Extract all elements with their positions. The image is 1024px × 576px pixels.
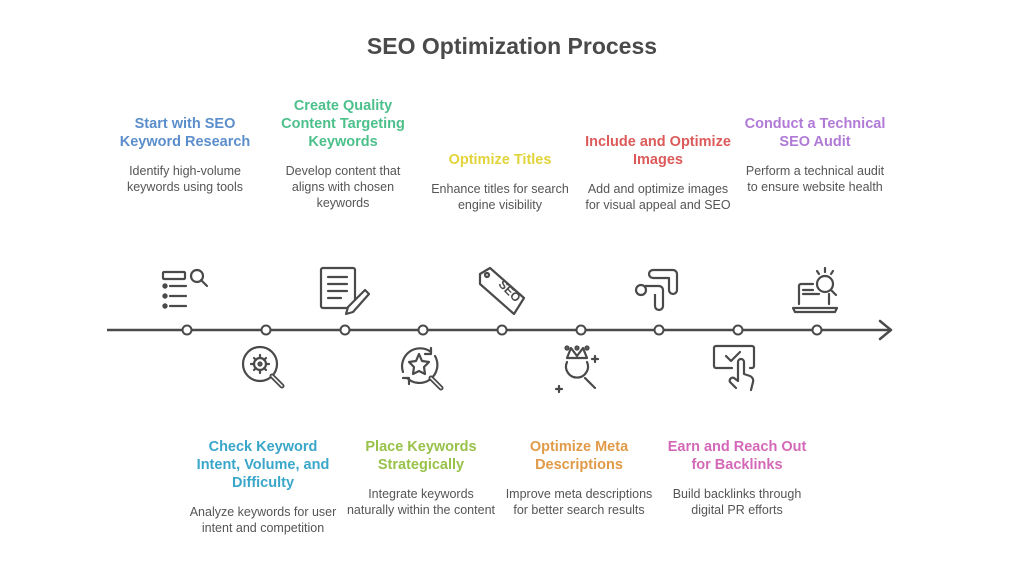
step-description: Improve meta descriptions for better sea…	[505, 487, 653, 517]
step-title: Conduct a Technical SEO Audit	[744, 116, 886, 150]
step-description: Develop content that aligns with chosen …	[285, 164, 401, 210]
step-title: Optimize Meta Descriptions	[529, 439, 629, 473]
step-2: Check Keyword Intent, Volume, and Diffic…	[188, 438, 338, 536]
google-ads-icon	[631, 264, 687, 320]
step-description: Analyze keywords for user intent and com…	[189, 505, 337, 535]
step-description: Enhance titles for search engine visibil…	[431, 182, 569, 212]
document-pencil-icon	[317, 264, 373, 320]
step-description: Add and optimize images for visual appea…	[585, 182, 731, 212]
step-title: Start with SEO Keyword Research	[119, 116, 251, 150]
step-title: Place Keywords Strategically	[365, 439, 477, 473]
step-8: Earn and Reach Out for Backlinks Build b…	[662, 438, 812, 518]
step-6: Optimize Meta Descriptions Improve meta …	[504, 438, 654, 518]
step-1: Start with SEO Keyword Research Identify…	[110, 115, 260, 195]
step-3: Create Quality Content Targeting Keyword…	[268, 97, 418, 211]
step-5: Optimize Titles Enhance titles for searc…	[425, 151, 575, 213]
step-7: Include and Optimize Images Add and opti…	[583, 133, 733, 213]
step-4: Place Keywords Strategically Integrate k…	[346, 438, 496, 518]
step-title: Check Keyword Intent, Volume, and Diffic…	[196, 439, 330, 491]
page-title: SEO Optimization Process	[366, 33, 658, 59]
step-9: Conduct a Technical SEO Audit Perform a …	[740, 115, 890, 195]
list-search-icon	[159, 264, 215, 320]
seo-tag-icon: SEO	[474, 264, 530, 320]
laptop-search-icon	[789, 264, 845, 320]
step-title: Include and Optimize Images	[585, 134, 731, 168]
gear-search-icon	[238, 342, 294, 398]
step-description: Integrate keywords naturally within the …	[346, 487, 495, 517]
crown-search-icon	[553, 342, 609, 398]
touch-check-icon	[710, 342, 766, 398]
step-title: Earn and Reach Out for Backlinks	[667, 439, 807, 473]
step-description: Build backlinks through digital PR effor…	[672, 487, 802, 517]
star-refresh-search-icon	[395, 342, 451, 398]
step-description: Perform a technical audit to ensure webs…	[745, 164, 885, 194]
step-description: Identify high-volume keywords using tool…	[126, 164, 244, 194]
step-title: Create Quality Content Targeting Keyword…	[281, 98, 405, 150]
step-title: Optimize Titles	[448, 152, 552, 168]
